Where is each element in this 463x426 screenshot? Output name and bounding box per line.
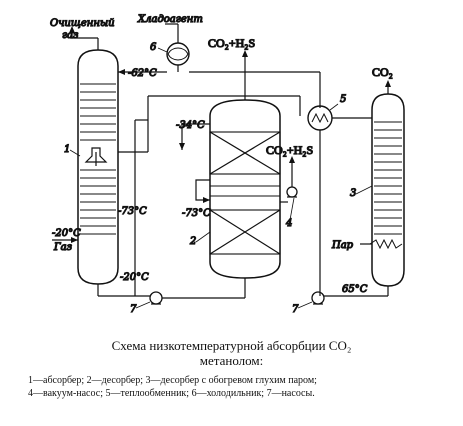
temp-m62: -62°C (128, 68, 157, 79)
steam-desorber-column (360, 80, 405, 287)
steam-label: Пар (331, 240, 354, 251)
legend-line1: 1—абсорбер; 2—десорбер; 3—десорбер с обо… (28, 375, 317, 386)
num-6: 6 (150, 42, 157, 53)
num-7-right: 7 (292, 304, 299, 315)
absorber-trays (80, 83, 116, 235)
pump-right (311, 286, 389, 305)
temp-m20-in: -20°C (52, 228, 81, 239)
rich-solvent-line (118, 95, 301, 153)
co2-out-label: CO₂ (372, 65, 393, 79)
gas-inlet (52, 237, 78, 243)
temp-m73-left: -73°C (118, 206, 147, 217)
refrigerator (165, 23, 190, 72)
caption-legend: 1—абсорбер; 2—десорбер; 3—десорбер с обо… (28, 374, 448, 400)
num-2: 2 (189, 236, 196, 247)
pump-left (149, 278, 246, 305)
num-1: 1 (64, 144, 70, 155)
clean-gas-label: Очищенный (50, 18, 115, 29)
legend-line2: 4—вакуум-насос; 5—теплообменник; 6—холод… (28, 388, 315, 399)
co2-h2s-vac-label: CO₂+H₂S (266, 143, 313, 157)
refrigerant-label: Хладоагент (137, 14, 203, 25)
caption-title-line1: Схема низкотемпературной абсорбции CO₂ (111, 338, 352, 353)
absorber-column (69, 26, 119, 285)
desorber-recirculation (195, 179, 210, 203)
num-7-left: 7 (130, 304, 137, 315)
temp-m73-mid: -73°C (182, 208, 211, 219)
clean-gas-label-2: газ (62, 30, 78, 41)
temp-65: 65°C (342, 284, 368, 295)
temp-m34: -34°C (176, 120, 205, 131)
steam-coil (369, 238, 403, 250)
vacuum-pump (280, 156, 298, 203)
lean-solvent-line (118, 69, 321, 108)
clean-gas-arrow (69, 26, 75, 33)
num-4: 4 (285, 218, 292, 229)
desorber-top-outlet (242, 50, 248, 100)
co2-out-arrow (385, 80, 391, 87)
absorber-bottom-line (97, 119, 150, 297)
temp-m20-bot: -20°C (120, 272, 149, 283)
co2-h2s-top-label: CO₂+H₂S (208, 36, 255, 50)
heat-exchanger (307, 105, 372, 296)
num-3: 3 (350, 188, 356, 199)
gas-label: Газ (53, 242, 72, 253)
chimney-tray (84, 147, 108, 163)
caption-title: Схема низкотемпературной абсорбции CO₂ м… (0, 338, 463, 368)
caption-title-line2: метанолом: (199, 353, 264, 368)
desorber-column (209, 99, 281, 279)
num-5: 5 (340, 94, 346, 105)
